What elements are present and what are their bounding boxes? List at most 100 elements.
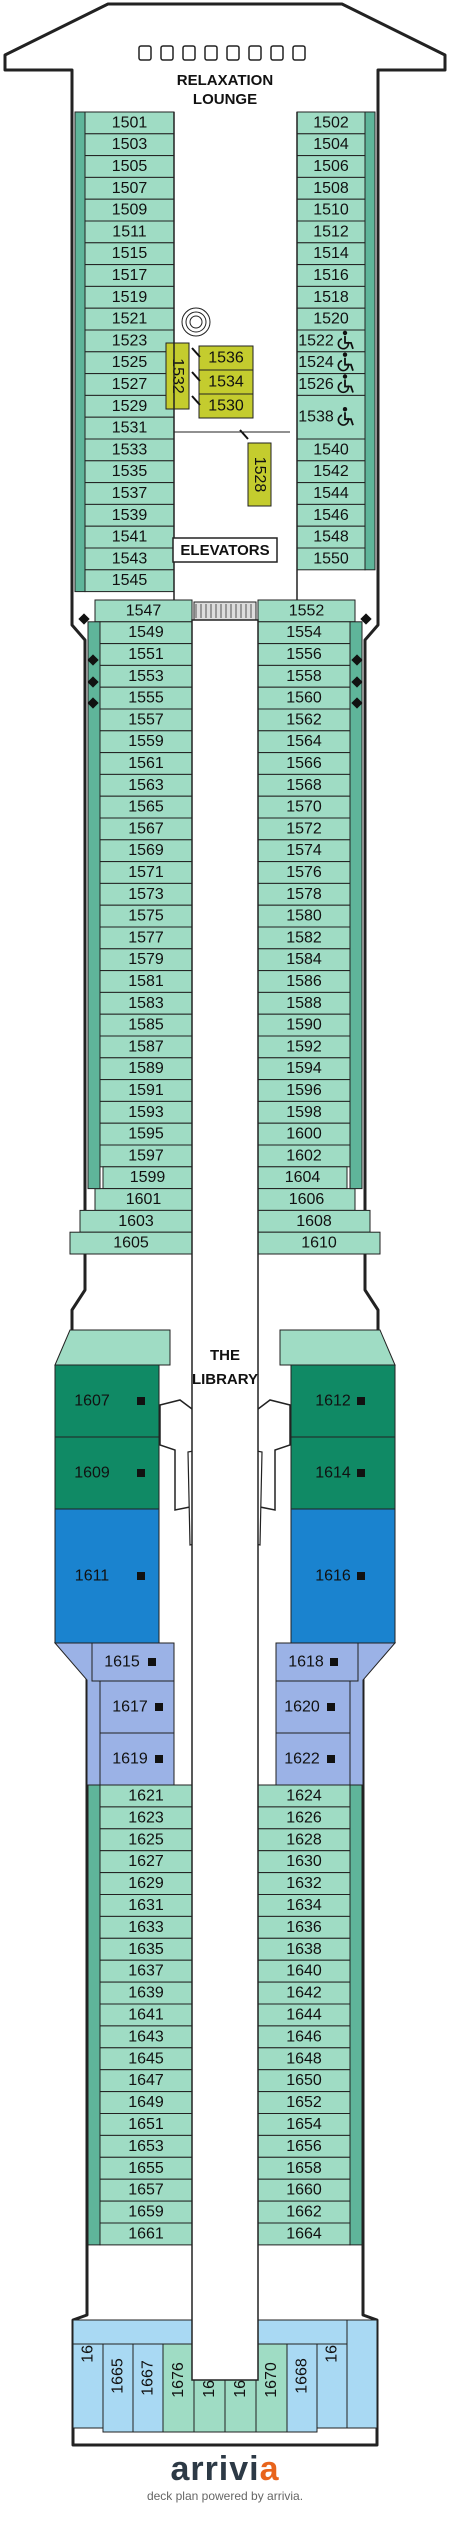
cabin-1516[interactable]: 1516 [296, 264, 366, 287]
cabin-1517[interactable]: 1517 [84, 264, 175, 287]
cabin-1667[interactable]: 1667 [132, 2339, 164, 2433]
cabin-1643[interactable]: 1643 [99, 2025, 193, 2049]
cabin-1533[interactable]: 1533 [84, 438, 175, 462]
cabin-1575[interactable]: 1575 [99, 904, 193, 928]
cabin-1598[interactable]: 1598 [257, 1100, 351, 1124]
cabin-1573[interactable]: 1573 [99, 882, 193, 906]
cabin-1580[interactable]: 1580 [257, 904, 351, 928]
cabin-1528[interactable]: 1528 [247, 442, 272, 507]
cabin-1586[interactable]: 1586 [257, 970, 351, 993]
cabin-1649[interactable]: 1649 [99, 2091, 193, 2115]
cabin-1519[interactable]: 1519 [84, 285, 175, 309]
cabin-1605[interactable]: 1605 [69, 1231, 193, 1255]
cabin-1571[interactable]: 1571 [99, 861, 193, 884]
cabin-1555[interactable]: 1555 [99, 686, 193, 710]
cabin-1638[interactable]: 1638 [257, 1937, 351, 1961]
cabin-1633[interactable]: 1633 [99, 1915, 193, 1939]
cabin-1515[interactable]: 1515 [84, 242, 175, 266]
cabin-1526[interactable]: 1526 [296, 373, 366, 396]
cabin-1658[interactable]: 1658 [257, 2156, 351, 2180]
cabin-1624[interactable]: 1624 [257, 1784, 351, 1808]
cabin-1568[interactable]: 1568 [257, 773, 351, 797]
cabin-1564[interactable]: 1564 [257, 730, 351, 754]
cabin-1664[interactable]: 1664 [257, 2222, 351, 2246]
cabin-1584[interactable]: 1584 [257, 948, 351, 972]
cabin-1657[interactable]: 1657 [99, 2178, 193, 2202]
cabin-1572[interactable]: 1572 [257, 817, 351, 841]
cabin-1505[interactable]: 1505 [84, 155, 175, 178]
cabin-1611[interactable]: 1611 [54, 1508, 160, 1644]
cabin-1654[interactable]: 1654 [257, 2113, 351, 2136]
cabin-1590[interactable]: 1590 [257, 1013, 351, 1037]
cabin-1665[interactable]: 1665 [102, 2331, 134, 2433]
cabin-1576[interactable]: 1576 [257, 861, 351, 884]
cabin-1637[interactable]: 1637 [99, 1959, 193, 1983]
cabin-1623[interactable]: 1623 [99, 1806, 193, 1830]
cabin-1511[interactable]: 1511 [84, 220, 175, 244]
cabin-1636[interactable]: 1636 [257, 1915, 351, 1939]
cabin-1544[interactable]: 1544 [296, 482, 366, 505]
cabin-1510[interactable]: 1510 [296, 198, 366, 222]
cabin-1601[interactable]: 1601 [94, 1188, 193, 1211]
cabin-1554[interactable]: 1554 [257, 621, 351, 645]
cabin-1642[interactable]: 1642 [257, 1981, 351, 2005]
cabin-1655[interactable]: 1655 [99, 2156, 193, 2180]
cabin-1527[interactable]: 1527 [84, 373, 175, 396]
cabin-1594[interactable]: 1594 [257, 1057, 351, 1081]
cabin-1509[interactable]: 1509 [84, 198, 175, 222]
cabin-1650[interactable]: 1650 [257, 2069, 351, 2093]
cabin-1661[interactable]: 1661 [99, 2222, 193, 2246]
cabin-1629[interactable]: 1629 [99, 1872, 193, 1895]
cabin-1508[interactable]: 1508 [296, 176, 366, 200]
cabin-1640[interactable]: 1640 [257, 1959, 351, 1983]
cabin-1599[interactable]: 1599 [102, 1166, 193, 1190]
cabin-1521[interactable]: 1521 [84, 307, 175, 331]
cabin-1565[interactable]: 1565 [99, 795, 193, 819]
cabin-1543[interactable]: 1543 [84, 547, 175, 571]
cabin-1514[interactable]: 1514 [296, 242, 366, 266]
cabin-1512[interactable]: 1512 [296, 220, 366, 244]
cabin-1556[interactable]: 1556 [257, 643, 351, 666]
cabin-1641[interactable]: 1641 [99, 2003, 193, 2027]
cabin-1539[interactable]: 1539 [84, 503, 175, 527]
cabin-1567[interactable]: 1567 [99, 817, 193, 841]
cabin-1503[interactable]: 1503 [84, 133, 175, 157]
cabin-1591[interactable]: 1591 [99, 1079, 193, 1102]
cabin-1660[interactable]: 1660 [257, 2178, 351, 2202]
cabin-1596[interactable]: 1596 [257, 1079, 351, 1102]
cabin-1582[interactable]: 1582 [257, 926, 351, 950]
cabin-1648[interactable]: 1648 [257, 2047, 351, 2071]
cabin-1676[interactable]: 1676 [162, 2339, 195, 2433]
cabin-1562[interactable]: 1562 [257, 708, 351, 732]
cabin-1632[interactable]: 1632 [257, 1872, 351, 1895]
cabin-1561[interactable]: 1561 [99, 752, 193, 775]
cabin-1563[interactable]: 1563 [99, 773, 193, 797]
cabin-1616[interactable]: 1616 [290, 1508, 396, 1644]
cabin-1592[interactable]: 1592 [257, 1035, 351, 1059]
cabin-1615[interactable]: 1615 [91, 1642, 175, 1682]
cabin-1628[interactable]: 1628 [257, 1828, 351, 1852]
cabin-1535[interactable]: 1535 [84, 460, 175, 484]
cabin-1551[interactable]: 1551 [99, 643, 193, 666]
cabin-1531[interactable]: 1531 [84, 416, 175, 440]
cabin-1545[interactable]: 1545 [84, 569, 175, 593]
cabin-1559[interactable]: 1559 [99, 730, 193, 754]
cabin-1558[interactable]: 1558 [257, 664, 351, 688]
cabin-1529[interactable]: 1529 [84, 394, 175, 418]
cabin-1670[interactable]: 1670 [255, 2339, 288, 2433]
cabin-1602[interactable]: 1602 [257, 1144, 351, 1168]
cabin-1653[interactable]: 1653 [99, 2134, 193, 2158]
cabin-1656[interactable]: 1656 [257, 2134, 351, 2158]
cabin-1614[interactable]: 1614 [290, 1436, 396, 1510]
cabin-1617[interactable]: 1617 [99, 1680, 175, 1734]
cabin-1595[interactable]: 1595 [99, 1122, 193, 1146]
cabin-1608[interactable]: 1608 [257, 1209, 371, 1233]
cabin-1612[interactable]: 1612 [290, 1364, 396, 1438]
cabin-1603[interactable]: 1603 [79, 1209, 193, 1233]
cabin-1587[interactable]: 1587 [99, 1035, 193, 1059]
cabin-1501[interactable]: 1501 [84, 111, 175, 135]
elevators-top-label[interactable]: ELEVATORS [180, 542, 269, 559]
cabin-1625[interactable]: 1625 [99, 1828, 193, 1852]
cabin-1525[interactable]: 1525 [84, 351, 175, 375]
cabin-1620[interactable]: 1620 [275, 1680, 351, 1734]
